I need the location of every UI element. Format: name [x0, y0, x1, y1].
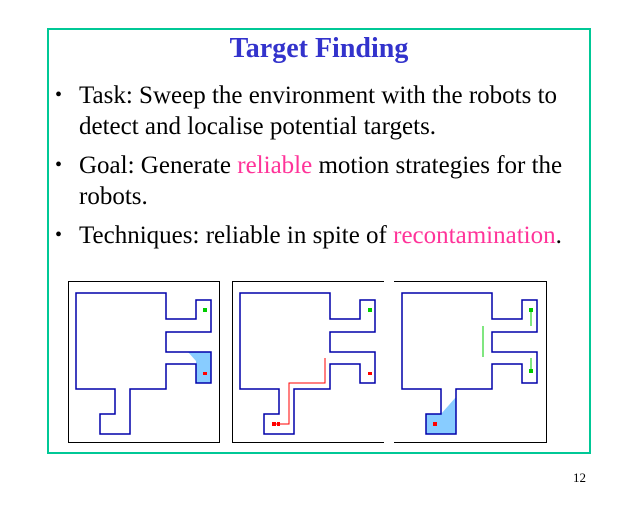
page-number: 12 — [573, 470, 586, 485]
bullet-icon: • — [55, 224, 63, 246]
environment-walls — [239, 292, 376, 435]
bullet-techniques: •Techniques: reliable in spite of recont… — [55, 222, 562, 249]
pursuer-robot — [368, 308, 372, 312]
pursuer-robot-1 — [529, 308, 533, 312]
target-marker — [203, 372, 207, 375]
panel-border — [68, 281, 220, 443]
bullet-goal: •Goal: Generate reliable motion strategi… — [55, 152, 563, 210]
diagram-panel-3 — [394, 281, 547, 443]
pursuer-robot-2 — [529, 369, 533, 373]
highlight-reliable: reliable — [237, 152, 313, 179]
robot-a — [272, 422, 276, 426]
contaminated-region — [188, 352, 211, 383]
robot-b — [277, 422, 280, 426]
bullet-icon: • — [55, 84, 63, 106]
robot-path — [276, 358, 326, 425]
pursuer-robot — [203, 308, 207, 312]
panel-border — [232, 281, 384, 443]
diagram-panel-2 — [232, 281, 384, 443]
slide-title: Target Finding — [229, 33, 409, 64]
bullet-icon: • — [55, 154, 63, 176]
target-marker — [433, 422, 437, 426]
bullet-task: •Task: Sweep the environment with the ro… — [55, 82, 558, 140]
environment-walls — [401, 292, 538, 435]
highlight-recontamination: recontamination — [393, 222, 556, 249]
bullet-list: •Task: Sweep the environment with the ro… — [55, 80, 585, 259]
target-marker — [368, 372, 372, 375]
slide-frame — [47, 28, 591, 454]
diagram-panel-1 — [68, 281, 220, 443]
panel-border — [394, 281, 547, 443]
environment-walls — [75, 292, 212, 435]
